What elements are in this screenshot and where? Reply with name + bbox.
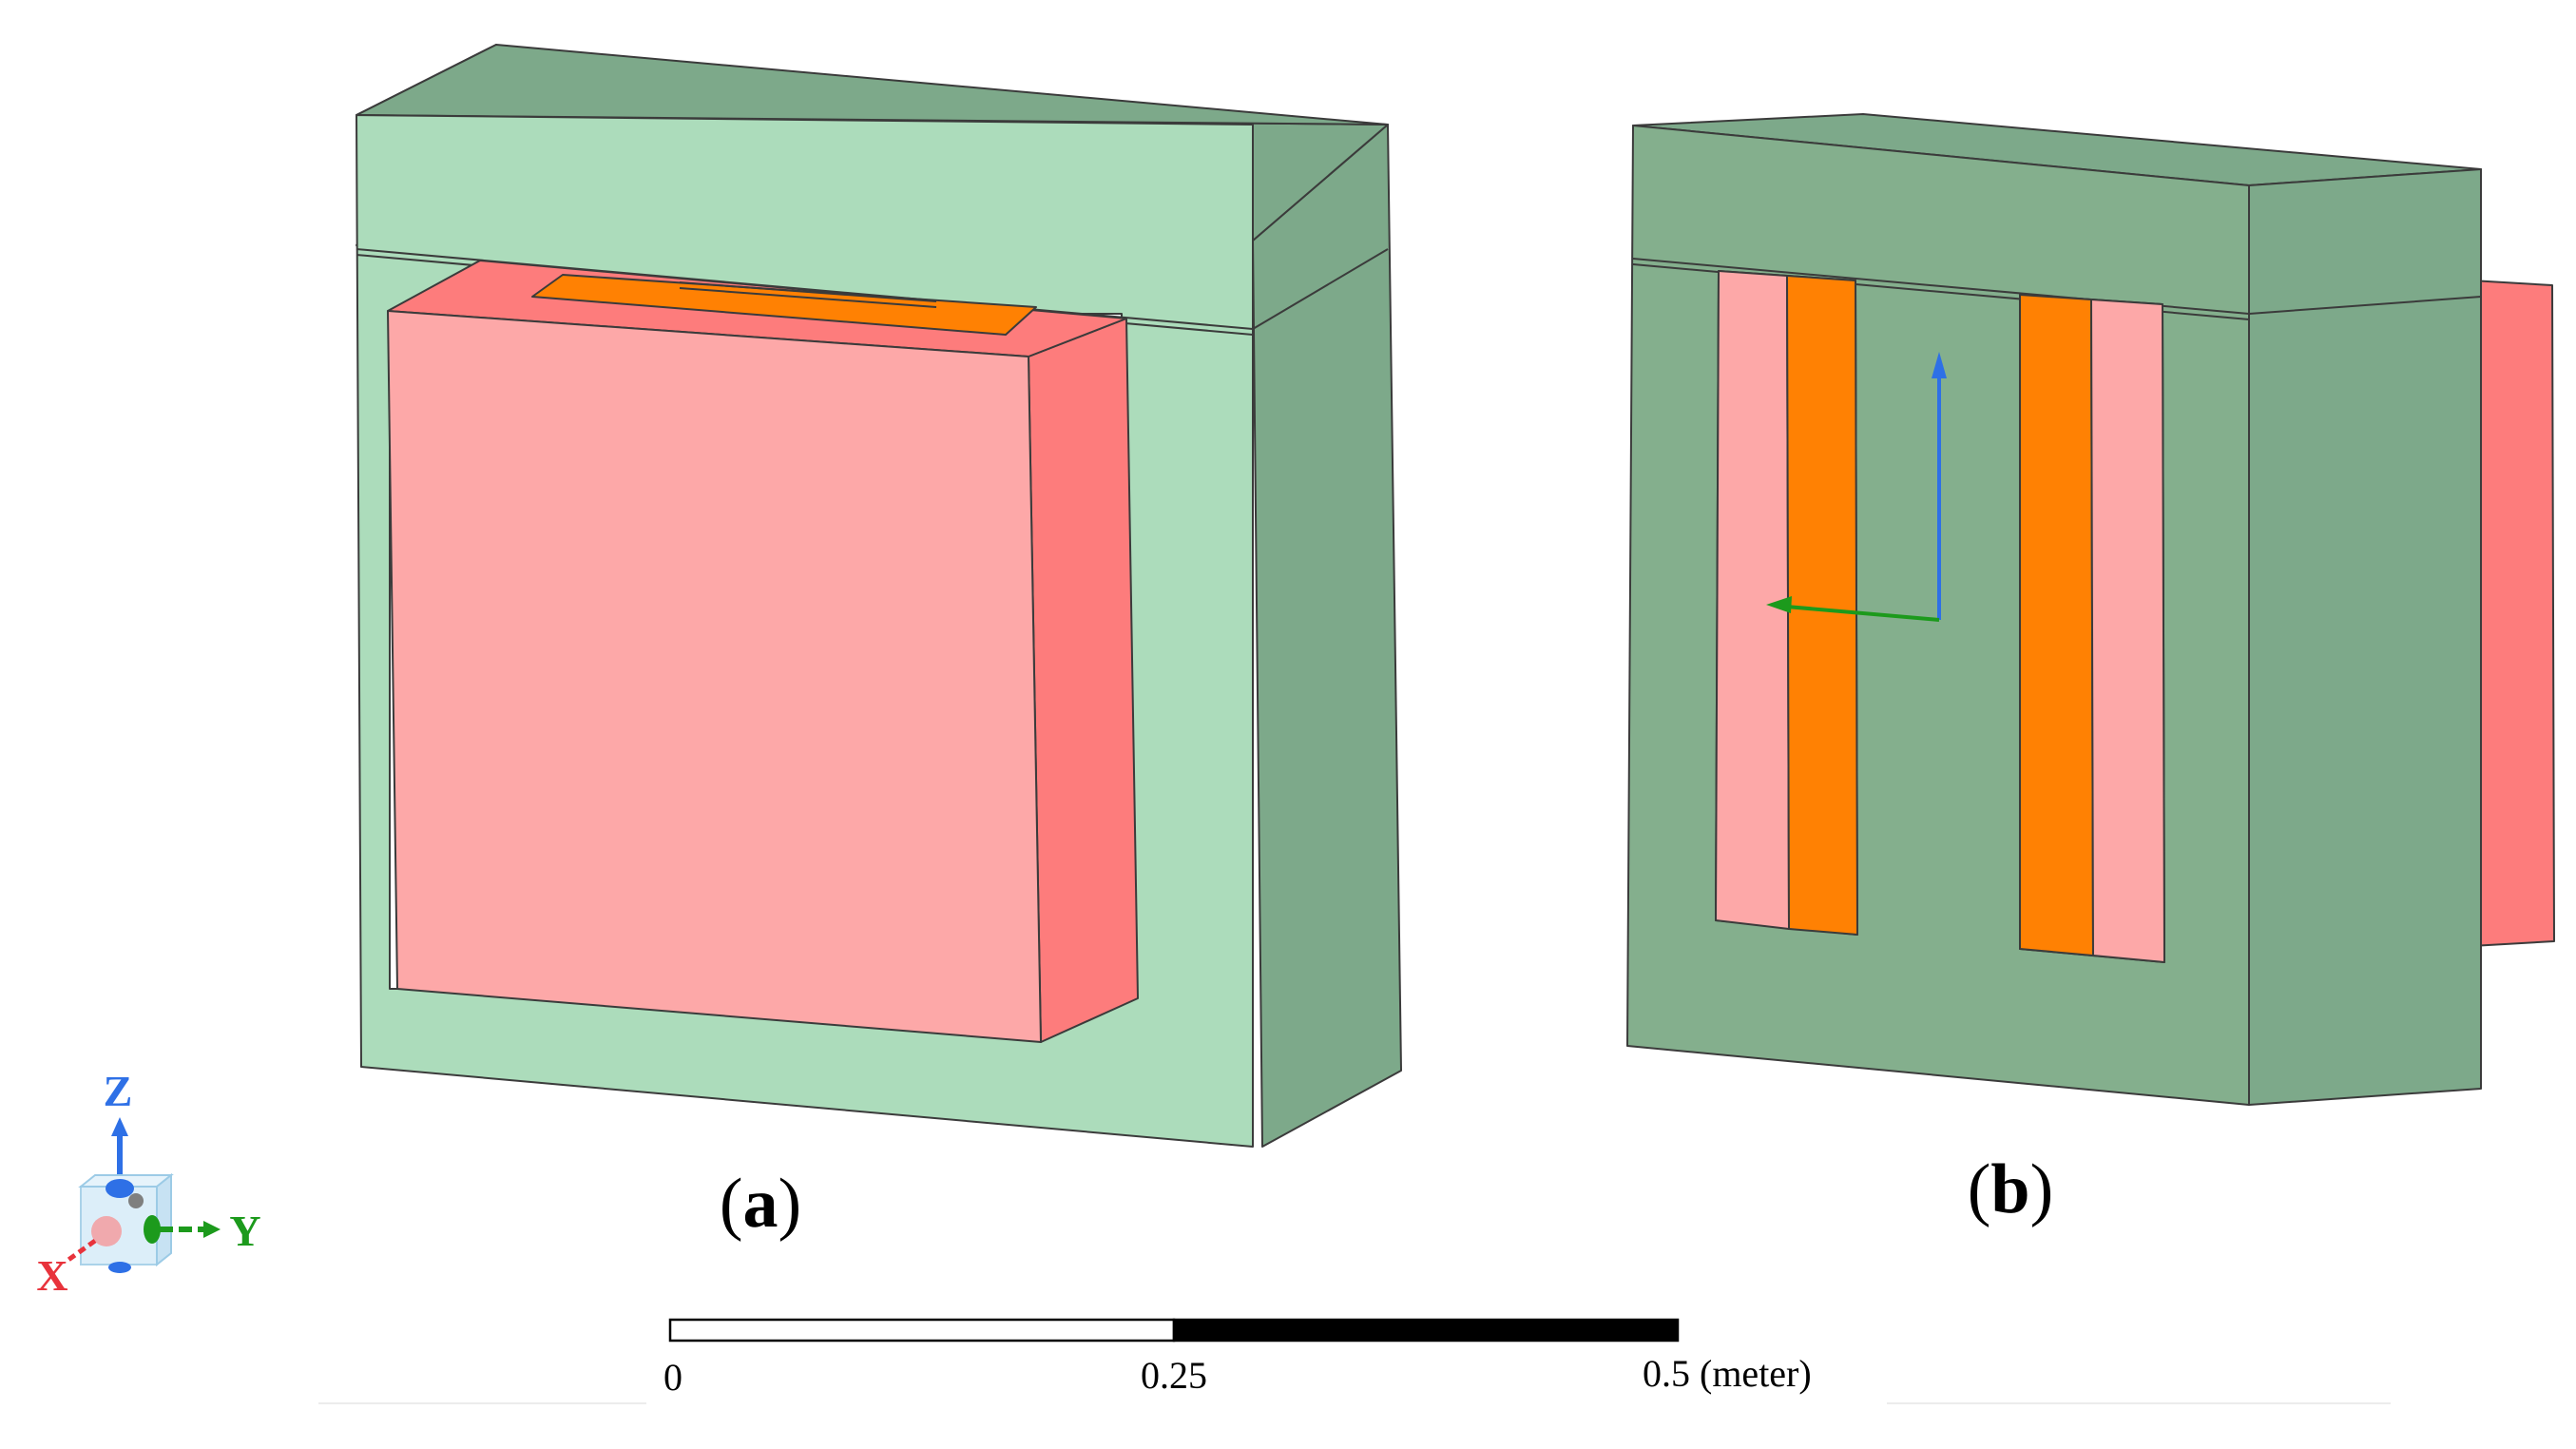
winding-b-right-inner xyxy=(2019,294,2094,956)
scale-bar-black-segment xyxy=(1172,1318,1680,1343)
winding-a-front-face xyxy=(387,310,1042,1043)
core-a-top-face-back xyxy=(356,44,1389,126)
triad-x-axis xyxy=(67,1238,97,1263)
winding-b-protrusion xyxy=(2470,280,2555,947)
triad-x-label: X xyxy=(36,1251,67,1300)
winding-b-right-outer xyxy=(2090,299,2165,963)
triad-z-cap xyxy=(106,1179,134,1198)
scale-tick-0: 0 xyxy=(663,1356,682,1399)
winding-a-inner-slot-2 xyxy=(679,287,937,308)
panel-b-label: (b) xyxy=(1968,1150,2053,1228)
panel-a-label: (a) xyxy=(720,1165,801,1243)
local-y-axis-line xyxy=(1775,604,1940,622)
core-b-right-face xyxy=(2248,168,2482,1106)
triad-z-label: Z xyxy=(104,1067,133,1115)
scale-bar-white-segment xyxy=(668,1318,1176,1343)
local-y-axis-head xyxy=(1766,596,1792,613)
triad-z-arrowhead xyxy=(111,1117,128,1136)
panel-b-model xyxy=(1626,113,2555,1106)
local-z-axis-head xyxy=(1932,352,1947,378)
triad-y-cap xyxy=(144,1215,161,1244)
triad-y-arrowhead xyxy=(203,1221,221,1238)
core-b-yoke-seam xyxy=(1632,258,2482,315)
triad-bottom-cap xyxy=(108,1262,131,1273)
triad-y-label: Y xyxy=(229,1207,260,1255)
panel-a-model xyxy=(356,44,1402,1148)
triad-corner-knob xyxy=(128,1193,144,1208)
winding-a-inner-slot xyxy=(679,281,937,302)
winding-a-inner-top xyxy=(531,274,1037,336)
triad-cube-side xyxy=(156,1172,172,1267)
panel-b-local-axes xyxy=(1766,352,1947,622)
scale-tick-end: 0.5 (meter) xyxy=(1643,1352,1812,1395)
scale-tick-mid: 0.25 xyxy=(1141,1354,1207,1397)
winding-a-side-face xyxy=(1028,318,1139,1043)
winding-b-left-inner xyxy=(1786,275,1858,936)
core-a-side-face xyxy=(1252,124,1402,1148)
triad-x-ball xyxy=(91,1216,122,1246)
scale-bar: 0 0.25 0.5 (meter) xyxy=(663,1318,1812,1399)
winding-b-left-outer xyxy=(1715,270,1790,930)
axis-triad[interactable]: Z Y X xyxy=(36,1067,260,1300)
